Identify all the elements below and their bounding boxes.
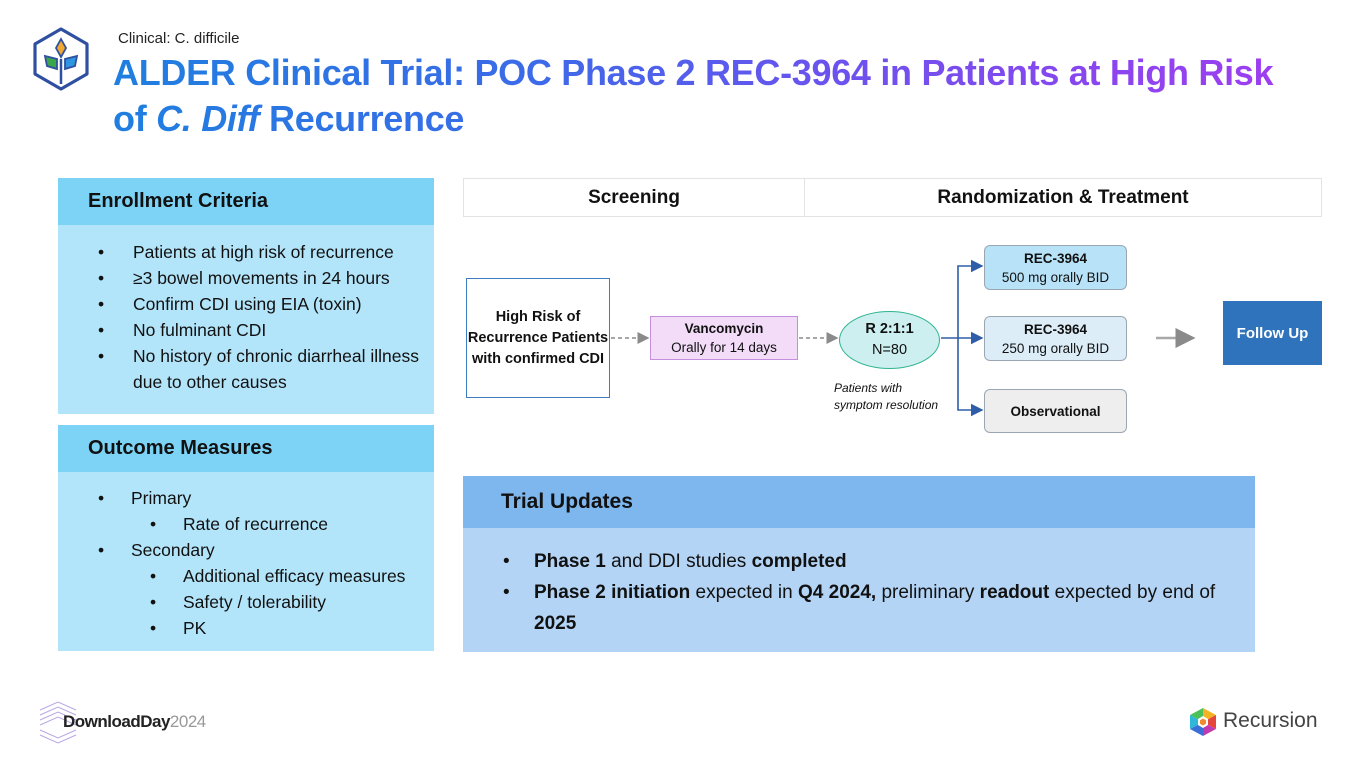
treatment-arm-250mg: REC-3964 250 mg orally BID xyxy=(984,316,1127,361)
randomization-n: N=80 xyxy=(871,342,908,358)
text-run: expected in xyxy=(690,582,799,603)
population-box: High Risk of Recurrence Patients with co… xyxy=(466,278,610,398)
list-subitem: Safety / tolerability xyxy=(98,589,434,615)
randomization-ellipse: R 2:1:1 N=80 xyxy=(839,311,940,369)
treatment-arm-observational: Observational xyxy=(984,389,1127,433)
symptom-resolution-note: Patients with symptom resolution xyxy=(834,380,938,414)
bold-text-run: Q4 2024, xyxy=(798,582,877,603)
sprout-hexagon-icon xyxy=(33,27,89,91)
enrollment-criteria-panel: Enrollment Criteria Patients at high ris… xyxy=(58,178,434,414)
treatment-arm-500mg: REC-3964 500 mg orally BID xyxy=(984,245,1127,290)
arm-title: REC-3964 xyxy=(1023,250,1088,266)
list-item: Phase 1 and DDI studies completed xyxy=(503,546,1225,577)
downloadday-chevron-icon xyxy=(39,701,77,744)
bold-text-run: 2025 xyxy=(534,613,577,634)
list-subitem: Rate of recurrence xyxy=(98,511,434,537)
list-item: Patients at high risk of recurrence xyxy=(98,239,434,265)
recursion-hexagon-icon xyxy=(1190,708,1216,736)
list-item: No fulminant CDI xyxy=(98,317,434,343)
trial-updates-list: Phase 1 and DDI studies completed Phase … xyxy=(463,528,1255,639)
bold-text-run: Phase 1 xyxy=(534,551,606,572)
arrow-rand-to-arm1 xyxy=(957,259,984,338)
title-italic-text: C. Diff xyxy=(156,98,260,139)
enrollment-criteria-list: Patients at high risk of recurrence ≥3 b… xyxy=(58,225,434,395)
phase-randomization-treatment: Randomization & Treatment xyxy=(937,186,1189,208)
list-item: Phase 2 initiation expected in Q4 2024, … xyxy=(503,577,1225,639)
list-subitem: PK xyxy=(98,615,434,641)
trial-updates-heading: Trial Updates xyxy=(463,476,1255,528)
downloadday-logo-text: DownloadDay2024 xyxy=(63,712,206,732)
note-line: symptom resolution xyxy=(834,398,939,412)
outcome-measures-list: Primary Rate of recurrence Secondary Add… xyxy=(58,472,434,641)
vancomycin-detail: Orally for 14 days xyxy=(671,340,777,355)
outcome-measures-panel: Outcome Measures Primary Rate of recurre… xyxy=(58,425,434,651)
title-text-end: Recurrence xyxy=(259,98,465,139)
arrow-rand-to-arm3 xyxy=(957,338,984,417)
list-item-primary: Primary xyxy=(98,485,434,511)
list-item: No history of chronic diarrheal illness … xyxy=(98,343,434,395)
arm-detail: 250 mg orally BID xyxy=(1001,340,1110,356)
list-item: ≥3 bowel movements in 24 hours xyxy=(98,265,434,291)
bold-text-run: Phase 2 initiation xyxy=(534,582,691,603)
arm-title: REC-3964 xyxy=(1023,321,1088,337)
enrollment-criteria-heading: Enrollment Criteria xyxy=(58,178,434,225)
list-item-secondary: Secondary xyxy=(98,537,434,563)
trial-updates-panel: Trial Updates Phase 1 and DDI studies co… xyxy=(463,476,1255,652)
section-eyebrow: Clinical: C. difficile xyxy=(118,30,240,47)
text-run: preliminary xyxy=(876,582,980,603)
event-name: DownloadDay xyxy=(63,712,170,731)
arm-detail: 500 mg orally BID xyxy=(1001,269,1110,285)
outcome-measures-heading: Outcome Measures xyxy=(58,425,434,472)
text-run: expected by end of xyxy=(1049,582,1216,603)
list-item: Confirm CDI using EIA (toxin) xyxy=(98,291,434,317)
recursion-logo-text: Recursion xyxy=(1223,709,1318,732)
text-run: and DDI studies xyxy=(605,551,752,572)
vancomycin-title: Vancomycin xyxy=(684,321,764,336)
page-title: ALDER Clinical Trial: POC Phase 2 REC-39… xyxy=(113,50,1313,142)
randomization-ratio: R 2:1:1 xyxy=(865,321,914,337)
phase-header-table: Screening Randomization & Treatment xyxy=(463,178,1322,217)
bold-text-run: readout xyxy=(979,582,1050,603)
note-line: Patients with xyxy=(834,381,903,395)
list-subitem: Additional efficacy measures xyxy=(98,563,434,589)
follow-up-box: Follow Up xyxy=(1223,301,1322,365)
bold-text-run: completed xyxy=(751,551,847,572)
phase-screening: Screening xyxy=(464,179,805,216)
vancomycin-box: Vancomycin Orally for 14 days xyxy=(650,316,798,360)
event-year: 2024 xyxy=(169,712,206,731)
